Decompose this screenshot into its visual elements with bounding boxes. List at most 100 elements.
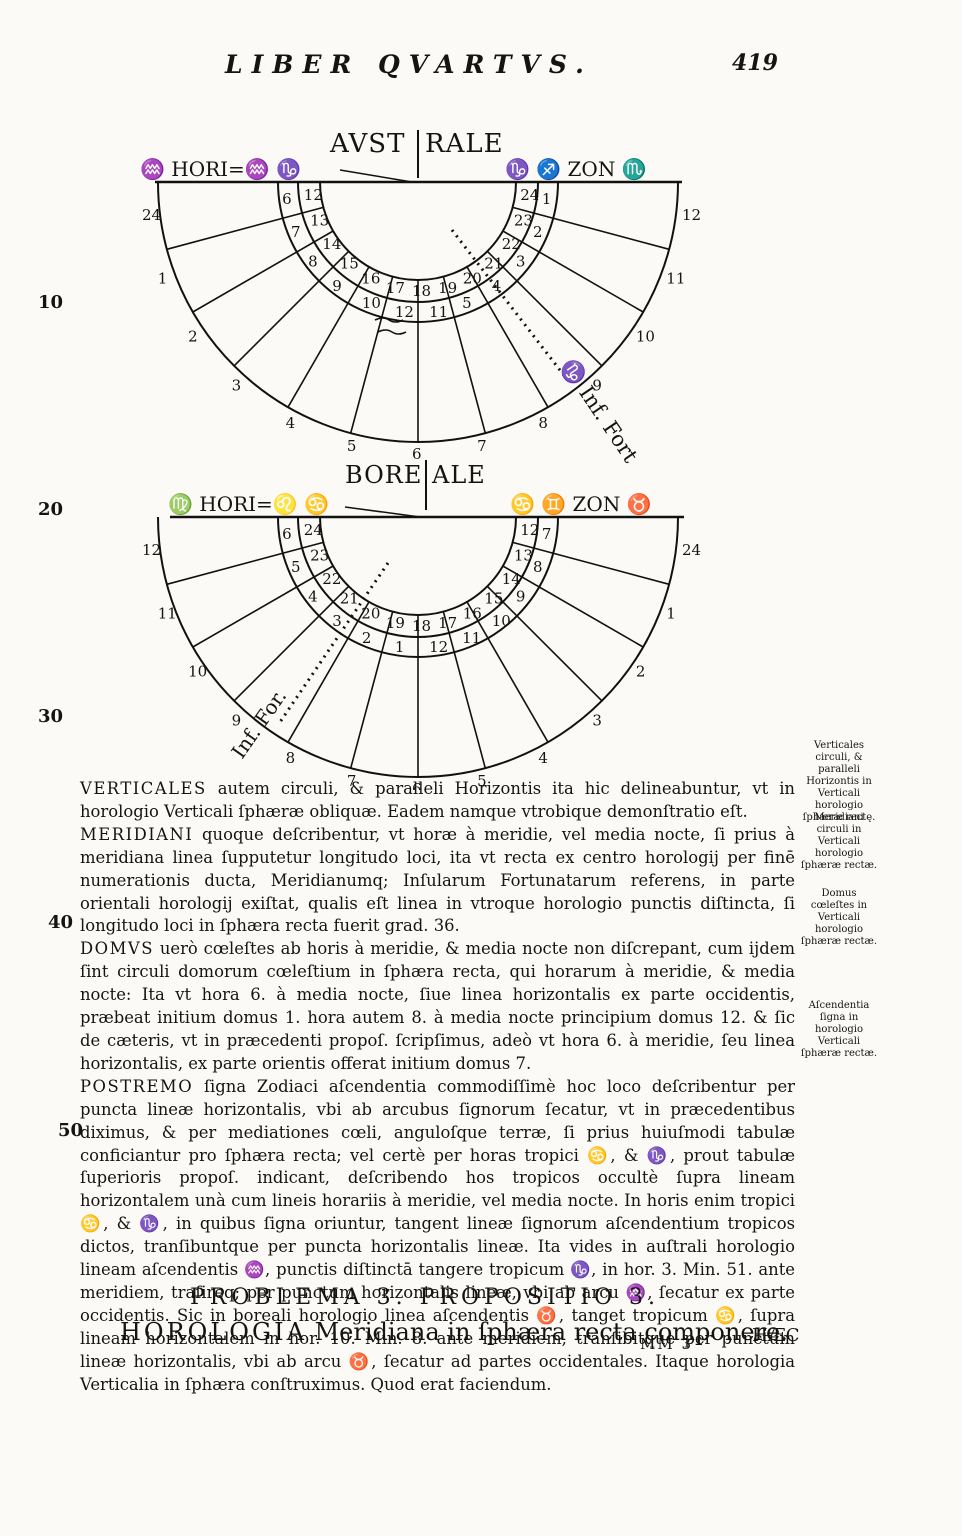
- margin-line-number: 10: [38, 292, 64, 313]
- paragraph-postremo: POSTREMO ſigna Zodiaci aſcendentia commo…: [80, 1076, 795, 1397]
- hour-line: [287, 266, 370, 408]
- margin-line-number: 40: [48, 912, 74, 933]
- margin-line-number: 50: [58, 1120, 84, 1141]
- marginal-note: Meridiani circuli in Verticali horologio…: [800, 812, 878, 871]
- outer-hour-number: 8: [538, 414, 548, 432]
- zodiac-hour-number: 5: [291, 558, 301, 576]
- inner-hour-number: 18: [412, 282, 431, 300]
- paragraph-text: ſigna Zodiaci aſcendentia commodiſſimè h…: [80, 1076, 795, 1394]
- zodiac-hour-number: 6: [282, 190, 292, 208]
- inner-hour-number: 22: [322, 570, 341, 588]
- horizon-label-right: ♋ ♊ ZON ♉: [510, 492, 652, 516]
- catchword: HÆC: [752, 1325, 800, 1346]
- hour-lines: [166, 206, 670, 442]
- margin-line-number: 20: [38, 499, 64, 520]
- hour-line: [466, 266, 549, 408]
- dial-title-right: RALE: [425, 129, 504, 159]
- margin-line-number: 30: [38, 706, 64, 727]
- hour-line: [287, 601, 370, 743]
- body-text: VERTICALES autem circuli, & paralleli Ho…: [80, 778, 795, 1396]
- marginal-note: Domus cœleſtes in Verticali horologio ſp…: [800, 888, 878, 947]
- zodiac-hour-number: 6: [282, 525, 292, 543]
- dial-title-left: BORE: [345, 461, 422, 489]
- zodiac-hour-number: 12: [429, 638, 448, 656]
- outer-hour-number: 7: [347, 772, 357, 790]
- outer-hour-number: 2: [188, 328, 198, 346]
- inner-hour-number: 12: [304, 186, 323, 204]
- outer-hour-number: 3: [232, 377, 242, 395]
- dial-title-left: AVST: [329, 129, 405, 159]
- outer-hour-number: 1: [158, 270, 168, 288]
- outer-hour-number: 1: [666, 605, 676, 623]
- horizon-label-right: ♑ ♐ ZON ♏: [505, 157, 647, 181]
- paragraph-text: autem circuli, & paralleli Horizontis it…: [80, 779, 795, 821]
- zodiac-hour-number: 7: [542, 525, 552, 543]
- paragraph-meridiani: MERIDIANI quoque deſcribentur, vt horæ à…: [80, 824, 795, 939]
- zodiac-hour-number: 7: [291, 223, 301, 241]
- zodiac-hour-number: 9: [332, 277, 342, 295]
- problem-heading: PROBLEMA 3. PROPOSITIO 3.: [190, 1285, 661, 1310]
- horizon-label-left: ♍ HORI=♌ ♋: [168, 492, 329, 516]
- paragraph-lead: POSTREMO: [80, 1076, 194, 1096]
- zodiac-hour-number: 2: [362, 629, 372, 647]
- outer-hour-number: 10: [188, 663, 207, 681]
- inner-hour-number: 17: [386, 279, 405, 297]
- paragraph-lead: VERTICALES: [80, 779, 207, 798]
- gnomon-line: [344, 506, 421, 518]
- zodiac-hour-number: 4: [308, 588, 318, 606]
- horizon-label-left: ♒ HORI=♒ ♑: [140, 157, 301, 181]
- inner-hour-number: 16: [361, 270, 380, 288]
- zodiac-hour-number: 3: [332, 612, 342, 630]
- hour-line: [442, 276, 487, 434]
- hour-line: [512, 206, 670, 251]
- zodiac-hour-number: 10: [362, 294, 381, 312]
- inner-hour-number: 19: [438, 279, 457, 297]
- zodiac-hour-number: 11: [462, 629, 481, 647]
- paragraph-lead: DOMVS: [80, 939, 154, 959]
- inner-hour-number: 15: [340, 255, 359, 273]
- outer-hour-number: 4: [538, 749, 548, 767]
- meridian-fortunate-line: [450, 229, 568, 379]
- hour-line: [166, 541, 324, 586]
- inner-hour-number: 20: [361, 605, 380, 623]
- inner-hour-number: 21: [340, 590, 359, 608]
- outer-hour-number: 12: [142, 541, 161, 559]
- outer-hour-number: 9: [232, 712, 242, 730]
- outer-hour-number: 7: [477, 437, 487, 455]
- inner-hour-number: 16: [463, 605, 482, 623]
- paragraph-domus: DOMVS uerò cœleſtes ab horis à meridie, …: [80, 938, 795, 1075]
- outer-hour-number: 2: [636, 663, 646, 681]
- paragraph-text: quoque deſcribentur, vt horæ à meridie, …: [80, 824, 795, 936]
- hour-line: [349, 276, 394, 434]
- zodiac-hour-number: 3: [516, 253, 526, 271]
- signature-mark: MM 3: [640, 1335, 694, 1353]
- tropic-annotation: ♑ Inf. Fort.: [556, 354, 647, 465]
- hour-line: [502, 230, 644, 313]
- outer-hour-number: 5: [477, 772, 487, 790]
- outer-hour-number: 9: [592, 377, 602, 395]
- inner-hour-number: 15: [484, 590, 503, 608]
- outer-hour-number: 6: [412, 780, 422, 790]
- outer-hour-number: 4: [286, 414, 296, 432]
- inner-hour-number: 22: [502, 235, 521, 253]
- outer-hour-number: 24: [142, 206, 161, 224]
- zodiac-hour-number: 1: [542, 190, 552, 208]
- outer-hour-number: 10: [636, 328, 655, 346]
- hour-lines: [166, 541, 670, 777]
- proposition-title: HOROLOGIA Meridiana in ſphæra recta comp…: [120, 1318, 788, 1346]
- inner-hour-number: 14: [322, 235, 341, 253]
- hour-line: [166, 206, 324, 251]
- inner-hour-number: 24: [304, 521, 323, 539]
- marginal-note: Verticales circuli, & paralleli Horizont…: [802, 740, 876, 823]
- outer-hour-number: 8: [286, 749, 296, 767]
- outer-hour-number: 24: [682, 541, 701, 559]
- dial-title-right: ALE: [431, 461, 486, 489]
- hour-line: [486, 585, 603, 702]
- inner-hour-number: 21: [484, 255, 503, 273]
- page-number: 419: [732, 50, 778, 76]
- hour-line: [192, 565, 334, 648]
- outer-hour-number: 12: [682, 206, 701, 224]
- hour-line: [233, 250, 350, 367]
